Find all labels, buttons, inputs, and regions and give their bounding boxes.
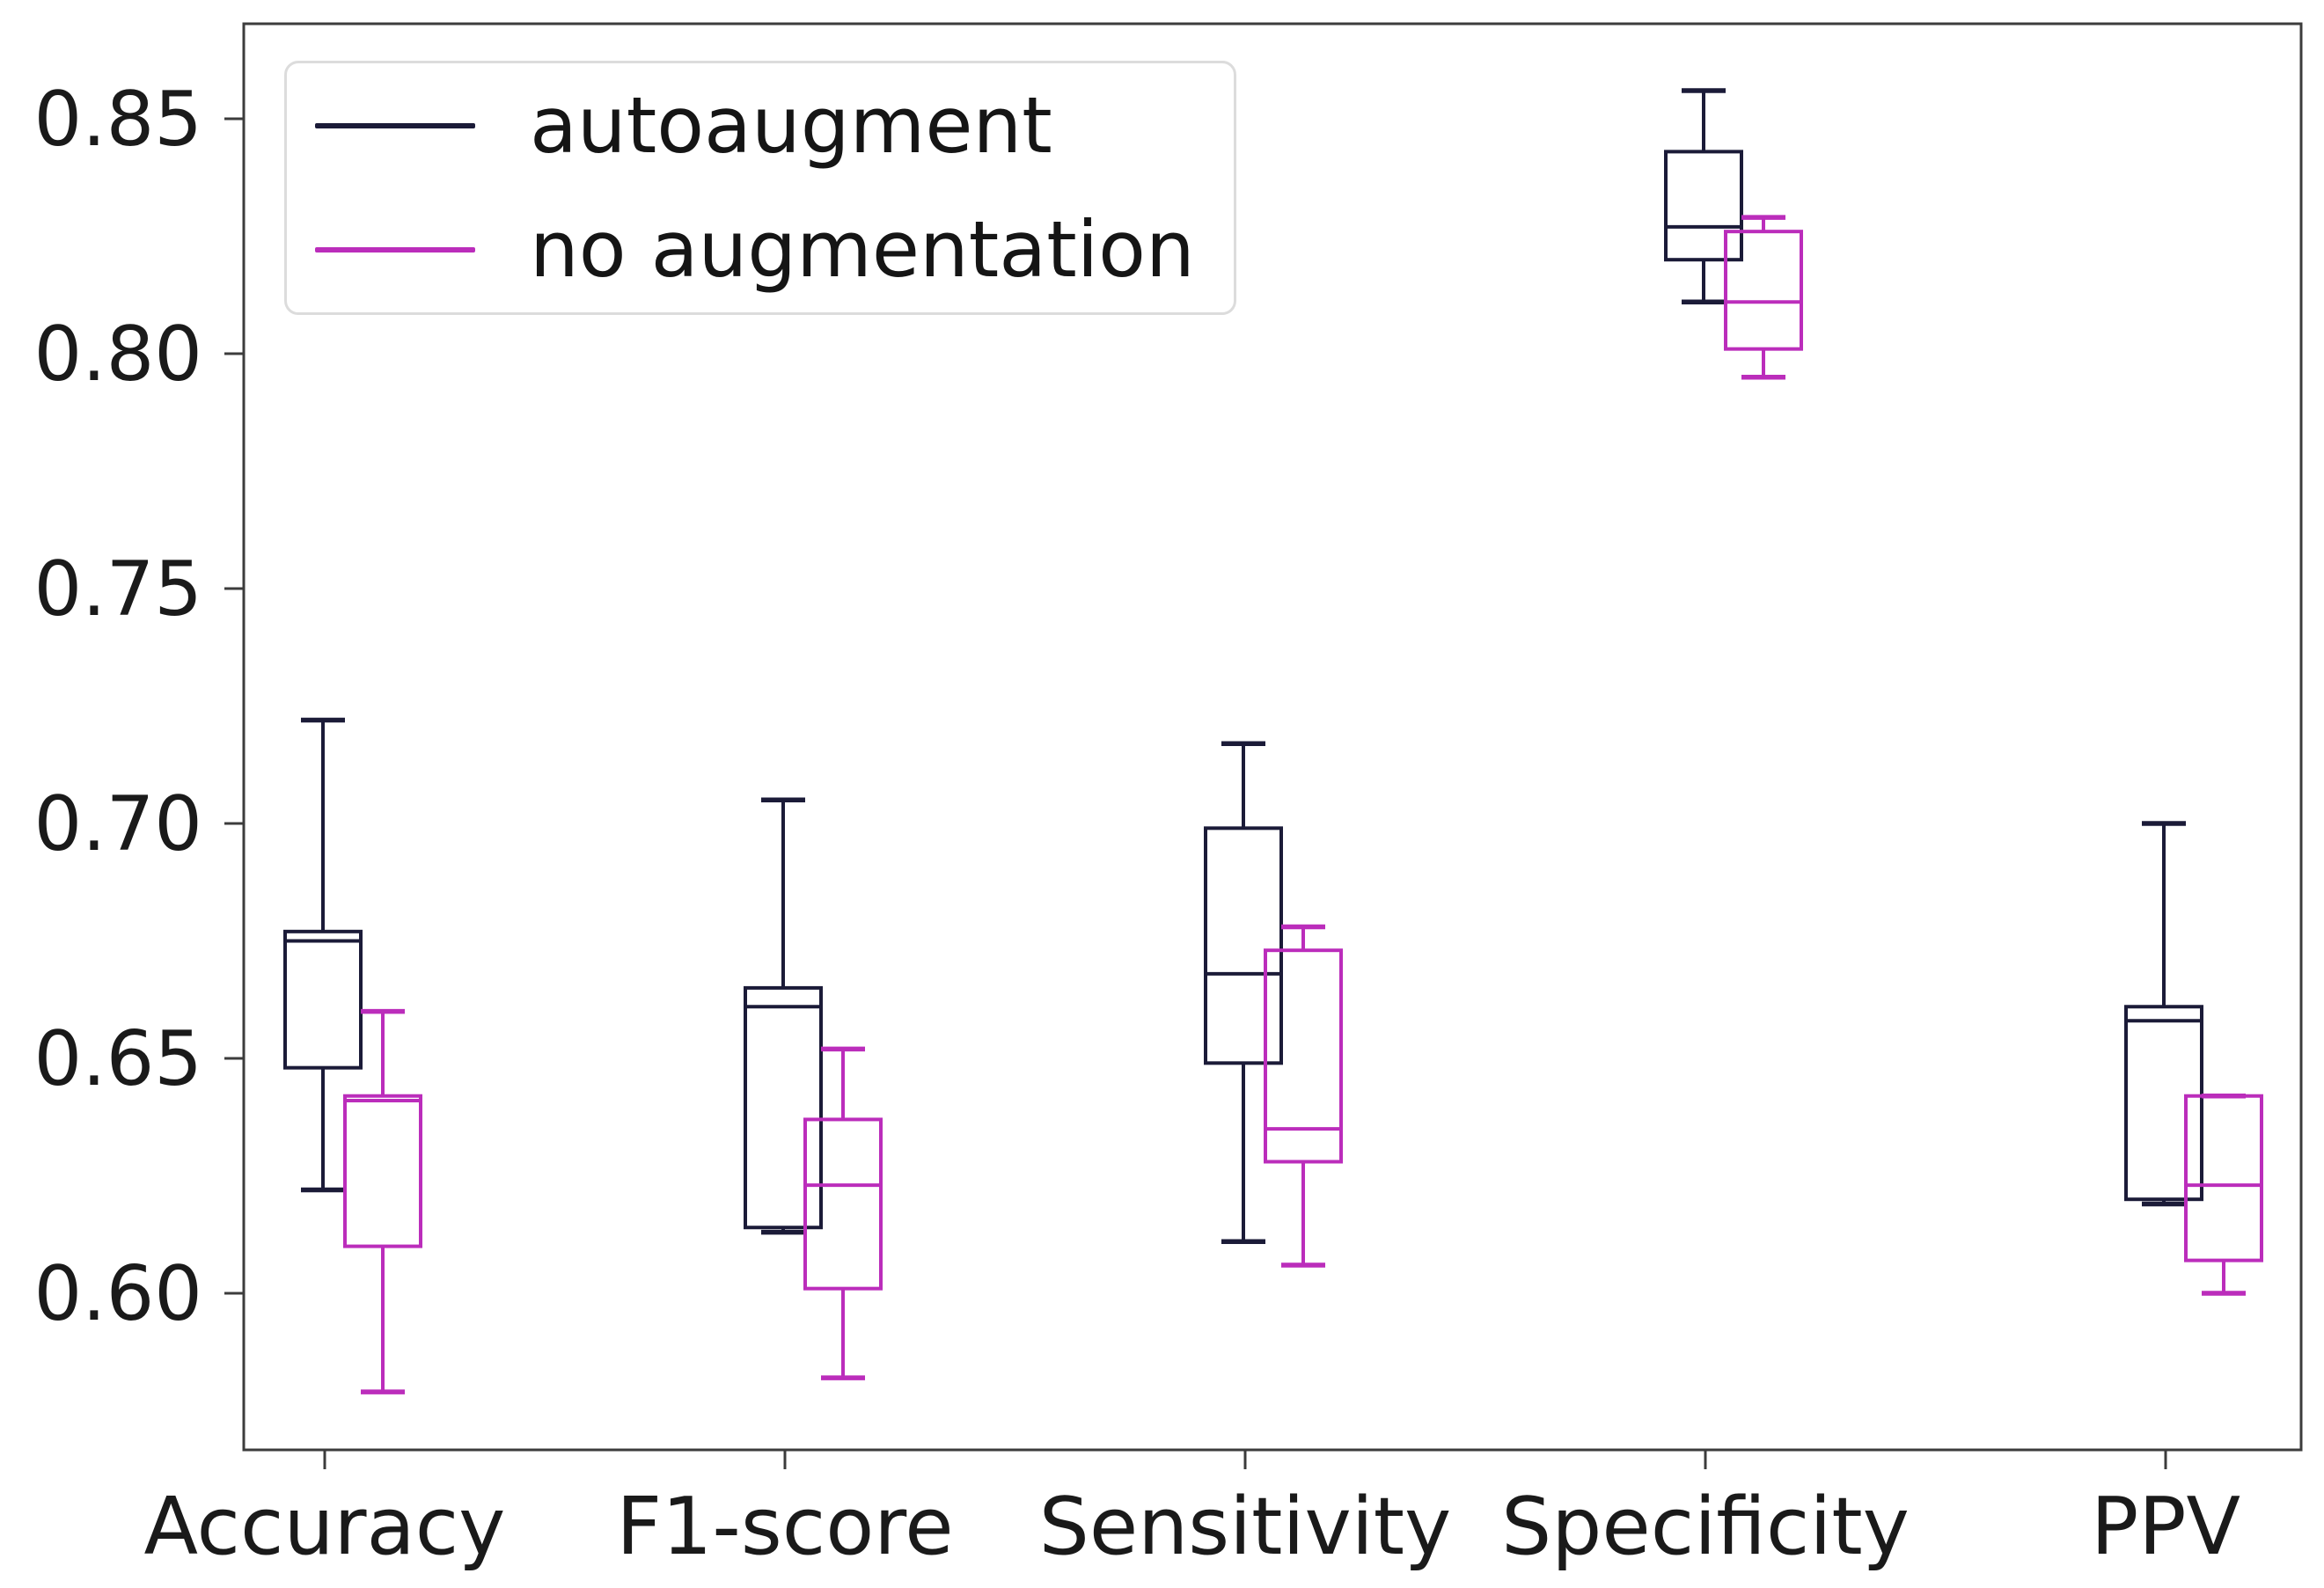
- y-axis: 0.85 0.80 0.75 0.70 0.65 0.60: [34, 76, 244, 1338]
- legend-item-no-augmentation: no augmentation: [315, 188, 1234, 313]
- iqr-box: [1724, 230, 1803, 351]
- x-tick-label-accuracy: Accuracy: [144, 1481, 506, 1573]
- x-tick-label-specificity: Specificity: [1501, 1481, 1910, 1573]
- x-tick-label-ppv: PPV: [2091, 1481, 2240, 1573]
- y-tick-label: 0.60: [34, 1250, 202, 1338]
- box-autoaugment-sensitivity: [1204, 741, 1283, 1245]
- series-no-augmentation: [343, 215, 2263, 1394]
- box-no-augmentation-accuracy: [343, 1008, 422, 1394]
- axes-border: [242, 22, 2303, 1452]
- box-no-augmentation-ppv: [2184, 1093, 2263, 1296]
- iqr-box: [2184, 1094, 2263, 1262]
- legend-line-swatch-no-augmentation: [315, 247, 475, 253]
- legend: autoaugment no augmentation: [284, 61, 1236, 315]
- y-tick-label: 0.80: [34, 311, 202, 399]
- legend-line-swatch-autoaugment: [315, 122, 475, 128]
- series-autoaugment: [283, 88, 2203, 1245]
- y-tick-label: 0.75: [34, 545, 202, 633]
- box-no-augmentation-specificity: [1724, 215, 1803, 380]
- box-autoaugment-f1-score: [744, 797, 823, 1235]
- iqr-box: [1264, 948, 1343, 1164]
- box-no-augmentation-sensitivity: [1264, 924, 1343, 1268]
- iqr-box: [343, 1094, 422, 1248]
- iqr-box: [744, 985, 823, 1230]
- iqr-box: [1204, 826, 1283, 1065]
- box-autoaugment-ppv: [2124, 821, 2203, 1207]
- iqr-box: [2124, 1005, 2203, 1202]
- x-tick-label-sensitivity: Sensitivity: [1039, 1481, 1452, 1573]
- box-autoaugment-accuracy: [283, 717, 363, 1193]
- x-axis: Accuracy F1-score Sensitivity Specificity PP…: [144, 1450, 2240, 1573]
- iqr-box: [283, 929, 363, 1070]
- legend-label-no-augmentation: no augmentation: [530, 204, 1195, 296]
- box-autoaugment-specificity: [1664, 88, 1743, 305]
- legend-label-autoaugment: autoaugment: [530, 79, 1052, 171]
- box-no-augmentation-f1-score: [803, 1046, 883, 1380]
- y-tick-label: 0.65: [34, 1015, 202, 1103]
- y-tick-label: 0.70: [34, 780, 202, 868]
- legend-item-autoaugment: autoaugment: [315, 63, 1234, 188]
- iqr-box: [1664, 150, 1743, 262]
- x-tick-label-f1-score: F1-score: [616, 1481, 953, 1573]
- y-tick-label: 0.85: [34, 76, 202, 164]
- iqr-box: [803, 1117, 883, 1291]
